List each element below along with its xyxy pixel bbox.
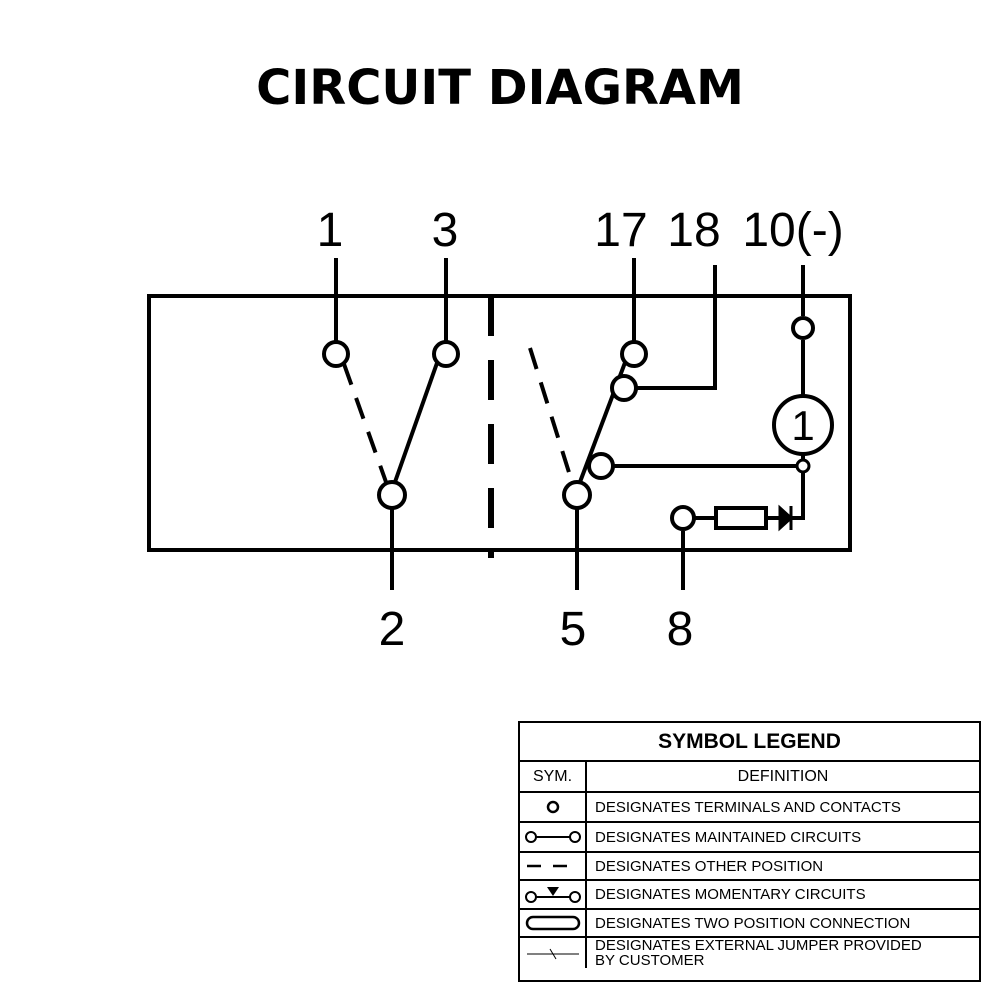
legend-row: DESIGNATES MOMENTARY CIRCUITS — [520, 881, 979, 910]
page-title: CIRCUIT DIAGRAM — [256, 60, 744, 116]
contact-1 — [322, 340, 350, 368]
legend-row: DESIGNATES TERMINALS AND CONTACTS — [520, 793, 979, 823]
legend-sym-header: SYM. — [520, 762, 587, 791]
legend-title: SYMBOL LEGEND — [520, 723, 979, 762]
legend-row: DESIGNATES TWO POSITION CONNECTION — [520, 910, 979, 938]
contact-8 — [670, 505, 696, 531]
lead-18 — [636, 265, 717, 390]
terminal-contact-icon — [546, 800, 559, 814]
legend-definition: DESIGNATES TWO POSITION CONNECTION — [595, 914, 911, 932]
terminal-label-5: 5 — [560, 603, 587, 656]
terminal-label-8: 8 — [667, 603, 694, 656]
legend-row: DESIGNATES MAINTAINED CIRCUITS — [520, 823, 979, 853]
other-position-icon — [526, 864, 579, 868]
momentary-circuit-icon — [524, 886, 581, 903]
switch-housing — [147, 294, 852, 552]
wire-diode-return — [791, 472, 805, 520]
terminal-label-10: 10(-) — [742, 204, 843, 257]
diode-icon — [778, 504, 794, 532]
maintained-circuit-icon — [524, 831, 581, 843]
contact-3 — [432, 340, 460, 368]
contact-18 — [610, 374, 638, 402]
legend-definition: DESIGNATES TERMINALS AND CONTACTS — [595, 798, 901, 816]
terminal-label-3: 3 — [432, 204, 459, 257]
actuator-left-other-position — [342, 363, 388, 483]
terminal-leads — [334, 258, 805, 590]
junction-lamp — [795, 458, 811, 474]
terminal-label-17: 17 — [594, 204, 647, 257]
contact-17 — [620, 340, 648, 368]
contact-5 — [562, 480, 592, 510]
external-jumper-icon — [526, 948, 579, 960]
contact-2 — [377, 480, 407, 510]
legend-row: DESIGNATES EXTERNAL JUMPER PROVIDED BY C… — [520, 938, 979, 968]
legend-definition: DESIGNATES EXTERNAL JUMPER PROVIDED BY C… — [595, 937, 922, 969]
legend-row: DESIGNATES OTHER POSITION — [520, 853, 979, 881]
contact-lamp — [587, 452, 615, 480]
legend-def-header: DEFINITION — [737, 768, 829, 785]
lamp-label: 1 — [791, 402, 814, 449]
legend-definition: DESIGNATES MAINTAINED CIRCUITS — [595, 828, 862, 846]
terminal-label-2: 2 — [379, 603, 406, 656]
terminal-label-1: 1 — [317, 204, 344, 257]
legend-definition: DESIGNATES OTHER POSITION — [595, 857, 824, 875]
resistor-icon — [714, 506, 768, 530]
circuit-diagram: 1 3 17 18 10(-) 2 5 8 1 — [147, 204, 852, 656]
legend-definition: DESIGNATES MOMENTARY CIRCUITS — [595, 886, 866, 903]
lamp-icon — [772, 394, 834, 456]
symbol-legend: SYMBOL LEGEND SYM. DEFINITION DESIGNATES… — [518, 721, 981, 982]
terminal-label-18: 18 — [667, 204, 720, 257]
terminal-10 — [791, 316, 815, 340]
actuator-right-other-position — [528, 347, 574, 483]
legend-header-row: SYM. DEFINITION — [520, 762, 979, 793]
actuator-left — [393, 362, 439, 483]
two-position-connection-icon — [525, 915, 580, 931]
